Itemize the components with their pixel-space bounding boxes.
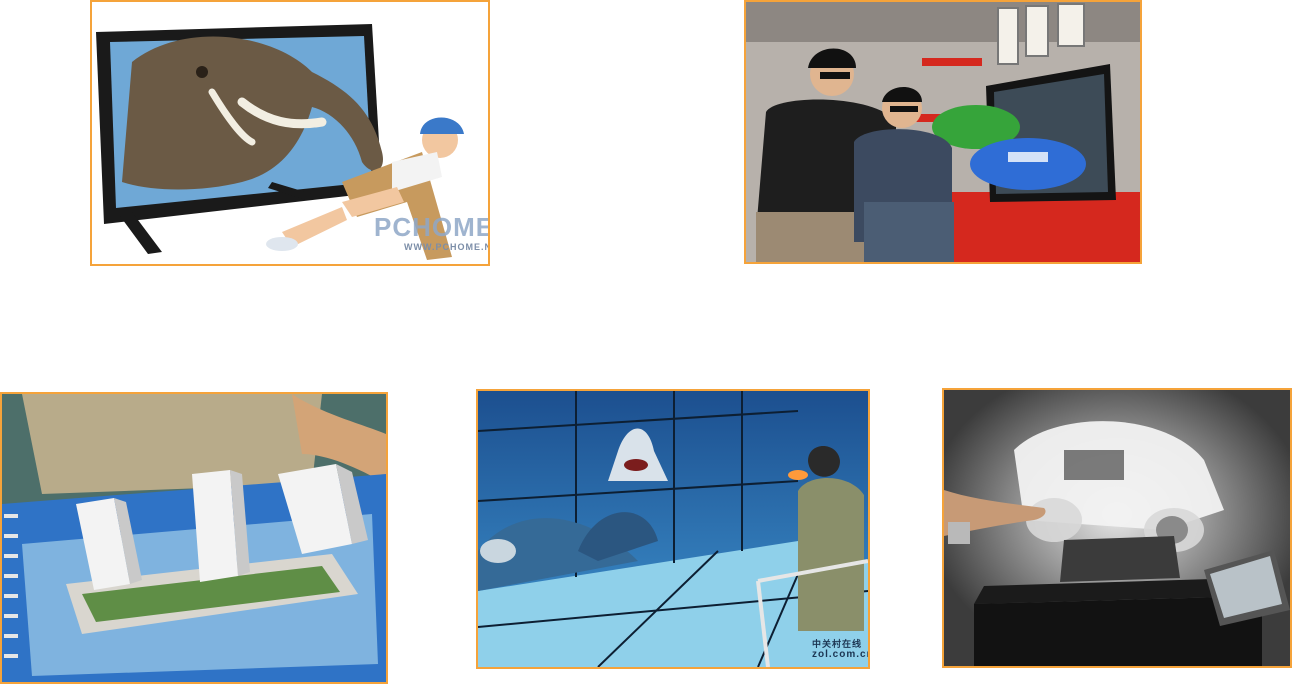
pchome-watermark-url: WWW.PCHOME.NET <box>404 242 488 252</box>
3d-gaming-living-room-photo <box>744 0 1142 264</box>
zol-watermark: zol.com.cn <box>812 649 870 660</box>
ar-building-model-photo <box>0 392 388 684</box>
holographic-car-projection-photo <box>942 388 1292 668</box>
zol-watermark-cn: 中关村在线 <box>812 639 863 649</box>
pchome-watermark: PCHOME <box>374 212 490 242</box>
3d-tv-elephant-photo: PCHOME WWW.PCHOME.NET <box>90 0 490 266</box>
immersive-aquarium-wall-photo: 中关村在线 zol.com.cn <box>476 389 870 669</box>
